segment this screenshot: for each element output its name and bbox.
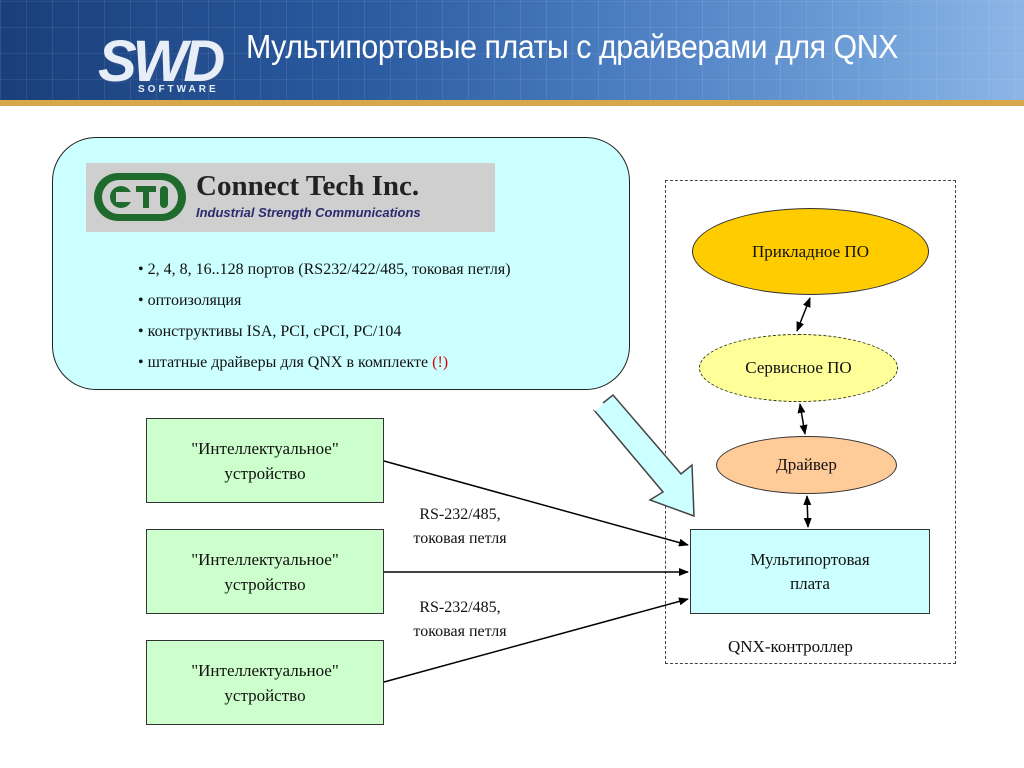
multiport-board-node: Мультипортовая плата [690, 529, 930, 614]
link-service-driver [797, 403, 808, 435]
smart-device-3-line2: устройство [224, 685, 306, 705]
swd-logo-subtext: SOFTWARE [138, 84, 219, 95]
link-driver-board [803, 495, 812, 528]
smart-device-2: "Интеллектуальное" устройство [146, 529, 384, 614]
connection-label-2-line2: токовая петля [413, 623, 507, 640]
connection-label-1-line1: RS-232/485, [419, 506, 501, 523]
qnx-controller-label: QNX-контроллер [728, 637, 853, 656]
smart-device-1: "Интеллектуальное" устройство [146, 418, 384, 503]
connection-label-1: RS-232/485, токовая петля [380, 503, 540, 551]
link-device3-board [383, 597, 689, 683]
company-tagline: Industrial Strength Communications [196, 205, 421, 220]
smart-device-3: "Интеллектуальное" устройство [146, 640, 384, 725]
header-gold-stripe [0, 100, 1024, 106]
header-banner: SWD SOFTWARE [0, 0, 1024, 106]
company-name: Connect Tech Inc. [196, 170, 420, 202]
big-hollow-arrow [592, 393, 695, 518]
smart-device-2-line1: "Интеллектуальное" [191, 549, 339, 569]
swd-logo: SWD [98, 29, 225, 94]
feature-item-ports: • 2, 4, 8, 16..128 портов (RS232/422/485… [138, 261, 511, 278]
connection-label-2: RS-232/485, токовая петля [380, 596, 540, 644]
connect-tech-logo [86, 163, 495, 232]
multiport-board-label-line1: Мультипортовая [750, 549, 870, 569]
feature-item-drivers-text: • штатные драйверы для QNX в комплекте [138, 354, 433, 371]
link-app-service [796, 297, 811, 332]
feature-item-isolation: • оптоизоляция [138, 292, 242, 309]
smart-device-1-line2: устройство [224, 463, 306, 483]
app-software-label: Прикладное ПО [752, 241, 869, 261]
feature-list: • 2, 4, 8, 16..128 портов (RS232/422/485… [138, 254, 511, 378]
qnx-controller-boundary [665, 180, 956, 664]
connection-label-1-line2: токовая петля [413, 530, 507, 547]
service-software-label: Сервисное ПО [745, 358, 852, 377]
smart-device-2-line2: устройство [224, 574, 306, 594]
emphasis-mark: (!) [432, 354, 449, 371]
smart-device-1-line1: "Интеллектуальное" [191, 438, 339, 458]
ct-logo-icon [94, 173, 186, 221]
header-grid-pattern [0, 0, 1024, 106]
smart-device-3-line1: "Интеллектуальное" [191, 660, 339, 680]
link-device1-board [383, 460, 689, 547]
driver-node: Драйвер [716, 436, 897, 494]
feature-item-form-factors: • конструктивы ISA, PCI, cPCI, PC/104 [138, 323, 402, 340]
app-software-node: Прикладное ПО [692, 208, 929, 295]
driver-label: Драйвер [776, 455, 837, 474]
service-software-node: Сервисное ПО [699, 334, 898, 402]
connection-label-2-line1: RS-232/485, [419, 599, 501, 616]
multiport-board-label-line2: плата [790, 573, 830, 593]
feature-item-drivers: • штатные драйверы для QNX в комплекте (… [138, 347, 511, 378]
slide-title: Мультипортовые платы с драйверами для QN… [246, 28, 898, 65]
